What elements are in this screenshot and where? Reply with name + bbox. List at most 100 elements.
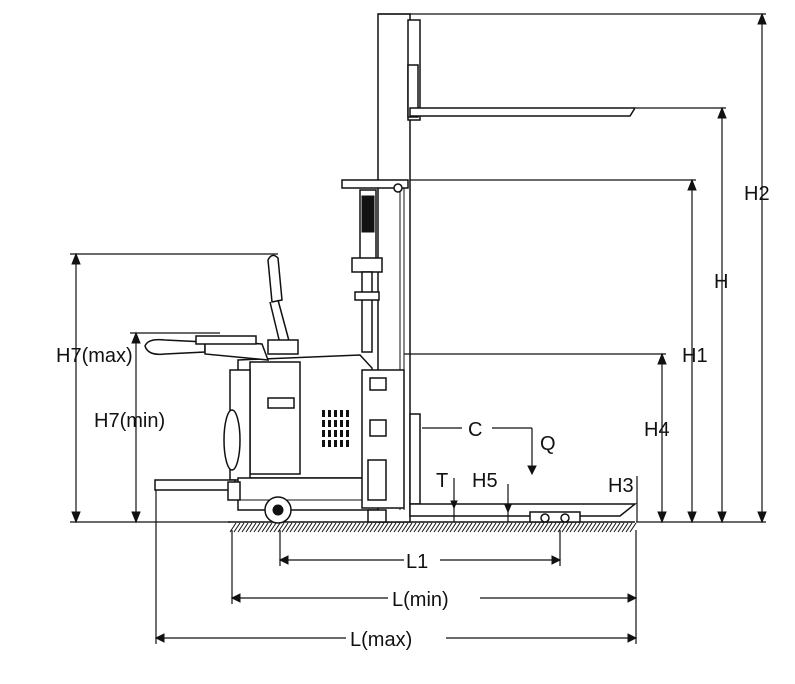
- ground-hatch-line: [341, 522, 349, 533]
- vent-slot: [334, 420, 337, 427]
- ground-hatch-line: [513, 522, 521, 533]
- ground-hatch-line: [253, 522, 261, 533]
- ground-hatch-line: [409, 522, 417, 533]
- ground-hatch-line: [301, 522, 309, 533]
- vent-slot: [322, 420, 325, 427]
- ground-hatch-line: [273, 522, 281, 533]
- vent-slot: [322, 410, 325, 417]
- ground-hatch-line: [401, 522, 409, 533]
- operator-platform: [154, 479, 241, 501]
- ground-hatch-line: [281, 522, 289, 533]
- ground-hatch-line: [413, 522, 421, 533]
- ground-hatch-line: [285, 522, 293, 533]
- vent-slot: [328, 410, 331, 417]
- ground-hatch-line: [241, 522, 249, 533]
- ground-hatch-line: [289, 522, 297, 533]
- ground-hatch-line: [453, 522, 461, 533]
- ground-hatch-line: [573, 522, 581, 533]
- vent-slot: [346, 410, 349, 417]
- ground-hatch-line: [425, 522, 433, 533]
- label-h4: H4: [644, 419, 670, 441]
- ground-hatch-line: [449, 522, 457, 533]
- ground-hatch-line: [473, 522, 481, 533]
- drive-wheel: [264, 496, 292, 524]
- ground-hatch-line: [625, 522, 633, 533]
- ground-hatch-line: [533, 522, 541, 533]
- ground-hatch-line: [601, 522, 609, 533]
- arrowheads: [71, 12, 767, 643]
- ground-hatch-line: [421, 522, 429, 533]
- vent-slot: [340, 410, 343, 417]
- fork-carriage: [361, 369, 421, 509]
- ground-hatch-line: [417, 522, 425, 533]
- ground-hatch-line: [385, 522, 393, 533]
- vent-slot: [340, 420, 343, 427]
- ground-hatch-line: [589, 522, 597, 533]
- ground-hatch-line: [585, 522, 593, 533]
- ground-hatch-line: [569, 522, 577, 533]
- ground-hatch-line: [593, 522, 601, 533]
- ground-hatch-line: [561, 522, 569, 533]
- lowered-fork: [367, 503, 638, 523]
- ground-hatch-line: [501, 522, 509, 533]
- ground-hatch-line: [537, 522, 545, 533]
- vent-slot: [340, 430, 343, 437]
- ground-hatch-line: [345, 522, 353, 533]
- ground-hatch-line: [517, 522, 525, 533]
- ground-hatch-line: [581, 522, 589, 533]
- ground-hatch-line: [617, 522, 625, 533]
- ground-hatch-line: [433, 522, 441, 533]
- label-h3: H3: [608, 475, 634, 497]
- label-l-max: L(max): [350, 629, 412, 651]
- ground-hatch-line: [377, 522, 385, 533]
- ground-hatch-line: [441, 522, 449, 533]
- label-h2: H2: [744, 183, 770, 205]
- ground-hatch-line: [365, 522, 373, 533]
- ground-hatch-line: [325, 522, 333, 533]
- raised-fork: [407, 64, 637, 118]
- top-plate: [341, 179, 409, 193]
- label-h5: H5: [472, 470, 498, 492]
- ground-hatch-line: [257, 522, 265, 533]
- ground-hatch-line: [597, 522, 605, 533]
- ground-hatch-line: [393, 522, 401, 533]
- label-h: H: [714, 271, 728, 293]
- ground-hatch-line: [317, 522, 325, 533]
- ground-hatch-line: [381, 522, 389, 533]
- ground-hatch-line: [521, 522, 529, 533]
- ground-hatch-line: [629, 522, 637, 533]
- vent-slot: [346, 430, 349, 437]
- ground-hatch-line: [613, 522, 621, 533]
- ground-hatch-line: [481, 522, 489, 533]
- ground-hatch-line: [269, 522, 277, 533]
- ground-hatch-line: [309, 522, 317, 533]
- ground-hatch-line: [605, 522, 613, 533]
- ground-hatch-line: [549, 522, 557, 533]
- ground-hatch-line: [505, 522, 513, 533]
- ground-hatch-line: [373, 522, 381, 533]
- ground-hatch-line: [469, 522, 477, 533]
- vent-slot: [322, 440, 325, 447]
- vent-slot: [334, 430, 337, 437]
- label-h1: H1: [682, 345, 708, 367]
- ground-hatch-line: [437, 522, 445, 533]
- ground-hatch-line: [329, 522, 337, 533]
- ground-hatch-line: [565, 522, 573, 533]
- vent-slot: [322, 430, 325, 437]
- ground-hatch-line: [577, 522, 585, 533]
- ground-hatch-line: [245, 522, 253, 533]
- ground-hatch-line: [237, 522, 245, 533]
- label-l-min: L(min): [392, 589, 449, 611]
- label-c: C: [468, 419, 482, 441]
- label-t: T: [436, 470, 448, 492]
- ground-hatch-line: [545, 522, 553, 533]
- ground-hatch-line: [489, 522, 497, 533]
- vent-slot: [346, 440, 349, 447]
- ground-hatch-line: [461, 522, 469, 533]
- ground-hatch-line: [265, 522, 273, 533]
- label-h7-min: H7(min): [94, 410, 165, 432]
- ground-hatch-line: [465, 522, 473, 533]
- vent-slot: [340, 440, 343, 447]
- vent-slot: [328, 440, 331, 447]
